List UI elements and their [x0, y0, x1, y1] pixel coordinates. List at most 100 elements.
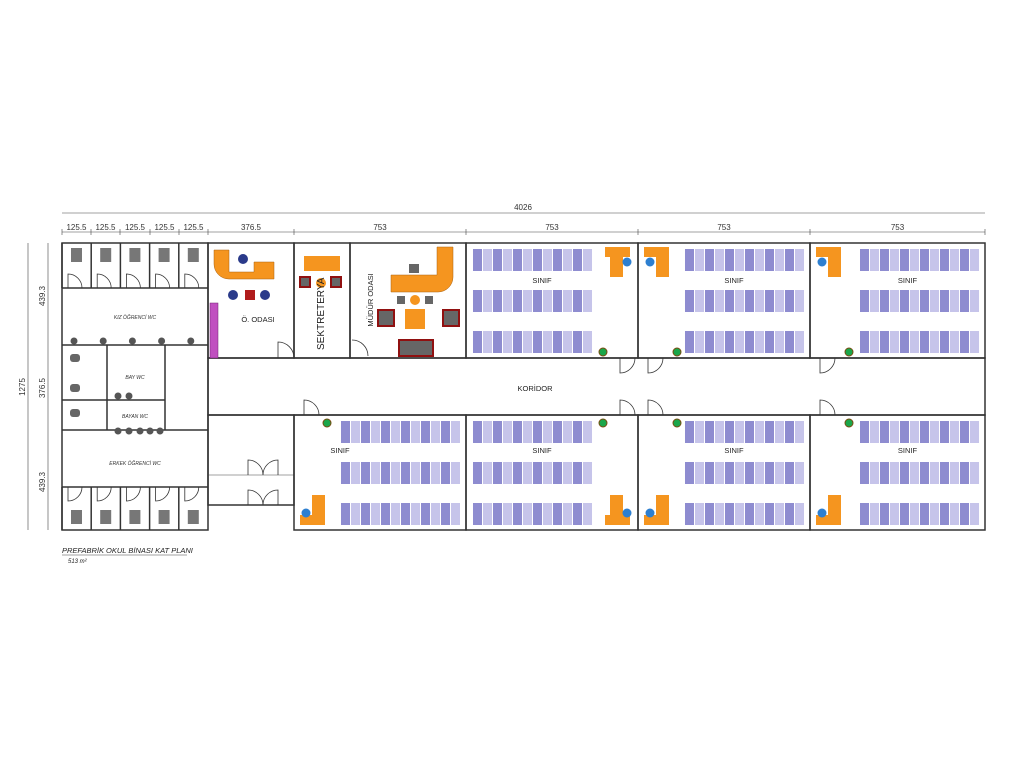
student-desk [735, 462, 744, 484]
student-desk [563, 462, 572, 484]
sink-icon [114, 427, 122, 435]
student-desk [880, 331, 889, 353]
classroom-5: SINIF [465, 399, 639, 531]
student-desk [860, 421, 869, 443]
student-desk [583, 290, 592, 312]
student-desk [870, 421, 879, 443]
student-desk [583, 331, 592, 353]
student-desk [880, 503, 889, 525]
student-desk [705, 249, 714, 271]
student-desk [513, 290, 522, 312]
plant-icon [322, 418, 332, 428]
student-desk [685, 331, 694, 353]
student-desk [391, 503, 400, 525]
teacher-chair [817, 257, 827, 267]
student-desk [351, 421, 360, 443]
student-desk [533, 249, 542, 271]
student-desk [715, 331, 724, 353]
student-desk [785, 249, 794, 271]
student-desk [910, 290, 919, 312]
student-desk [553, 331, 562, 353]
student-desk [755, 249, 764, 271]
segment-dim-label: 125.5 [183, 223, 204, 232]
student-desk [960, 331, 969, 353]
left-dim-1: 439.3 [38, 285, 47, 306]
student-desk [775, 503, 784, 525]
student-desk [745, 462, 754, 484]
student-desk [523, 421, 532, 443]
toilet-icon [129, 248, 141, 262]
student-desk [890, 249, 899, 271]
student-desk [785, 290, 794, 312]
sink-icon [70, 337, 78, 345]
student-desk [563, 249, 572, 271]
student-desk [735, 290, 744, 312]
sink-icon [136, 427, 144, 435]
student-desk [880, 462, 889, 484]
left-dimensions: 1275 439.3 376.5 439.3 [18, 243, 49, 530]
student-desk [930, 462, 939, 484]
student-desk [583, 249, 592, 271]
classroom-label: SINIF [898, 276, 918, 285]
student-desk [940, 421, 949, 443]
student-desk [361, 421, 370, 443]
classroom-4: SINIF [293, 399, 467, 531]
student-desk [870, 249, 879, 271]
student-desk [523, 249, 532, 271]
student-desk [900, 290, 909, 312]
student-desk [503, 331, 512, 353]
student-desk [950, 462, 959, 484]
student-desk [493, 290, 502, 312]
student-desk [705, 331, 714, 353]
student-desk [583, 462, 592, 484]
door [619, 357, 636, 374]
student-desk [775, 421, 784, 443]
student-desk [563, 421, 572, 443]
student-desk [583, 503, 592, 525]
student-desk [503, 421, 512, 443]
bayan-wc-label: BAYAN WC [122, 414, 148, 420]
student-desk [930, 249, 939, 271]
student-desk [755, 421, 764, 443]
principal-room: MÜDÜR ODASI [349, 242, 467, 359]
student-desk [775, 249, 784, 271]
student-desk [920, 249, 929, 271]
sink-icon [125, 392, 133, 400]
classroom-label: SINIF [532, 276, 552, 285]
student-desk [930, 503, 939, 525]
student-desk [890, 290, 899, 312]
teacher-chair [301, 508, 311, 518]
door [303, 399, 320, 416]
student-desk [860, 331, 869, 353]
toilet-icon [70, 354, 80, 362]
student-desk [483, 462, 492, 484]
student-desk [573, 503, 582, 525]
student-desk [533, 421, 542, 443]
plan-area: 513 m² [68, 559, 88, 565]
student-desk [533, 462, 542, 484]
student-desk [785, 331, 794, 353]
door [647, 357, 664, 374]
student-desk [900, 421, 909, 443]
student-desk [725, 249, 734, 271]
student-desk [361, 503, 370, 525]
student-desk [431, 421, 440, 443]
student-desk [715, 421, 724, 443]
student-desk [685, 462, 694, 484]
student-desk [421, 421, 430, 443]
total-height-label: 1275 [18, 378, 27, 396]
student-desk [870, 331, 879, 353]
overall-dimension: 4026 [62, 203, 985, 214]
student-desk [411, 462, 420, 484]
classroom-7: SINIF [809, 399, 986, 531]
student-desk [513, 503, 522, 525]
student-desk [950, 249, 959, 271]
student-desk [351, 503, 360, 525]
student-desk [441, 421, 450, 443]
student-desk [543, 249, 552, 271]
bay-wc-label: BAY WC [125, 375, 145, 381]
student-desk [960, 421, 969, 443]
student-desk [795, 331, 804, 353]
student-desk [950, 331, 959, 353]
student-desk [795, 462, 804, 484]
